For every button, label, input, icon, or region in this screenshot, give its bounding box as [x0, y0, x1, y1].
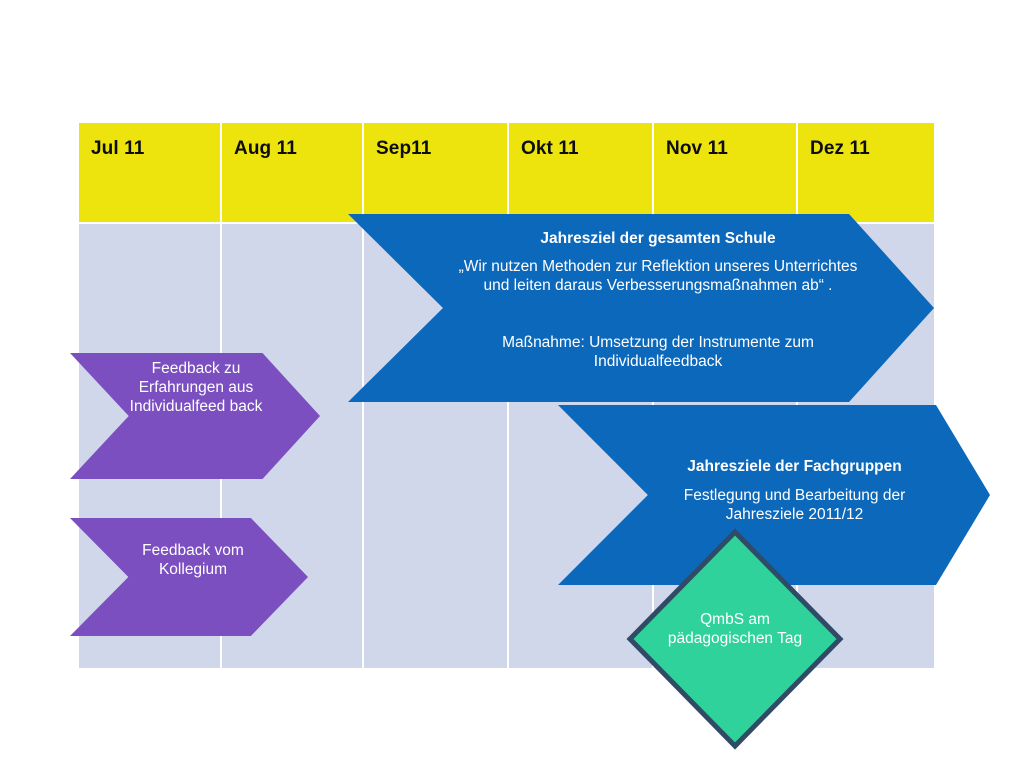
arrow-feedback-experiences-label: Feedback zu Erfahrungen aus Individualfe… [129, 360, 263, 415]
month-header-jul: Jul 11 [79, 123, 220, 224]
diamond-qmbs-day[interactable]: QmbS am pädagogischen Tag [626, 528, 844, 750]
arrow-feedback-experiences[interactable]: Feedback zu Erfahrungen aus Individualfe… [70, 353, 320, 479]
arrow-school-annual-goal-measure: Maßnahme: Umsetzung der Instrumente zum … [502, 334, 814, 370]
arrow-subject-group-goals-title: Jahresziele der Fachgruppen [687, 458, 902, 475]
month-header-okt: Okt 11 [509, 123, 652, 224]
diamond-qmbs-day-label: QmbS am pädagogischen Tag [667, 611, 803, 647]
month-label-jul: Jul 11 [91, 138, 145, 159]
month-label-okt: Okt 11 [521, 138, 579, 159]
arrow-school-annual-goal[interactable]: Jahresziel der gesamten Schule „Wir nutz… [348, 214, 934, 402]
arrow-school-annual-goal-quote: „Wir nutzen Methoden zur Reflektion unse… [458, 258, 858, 294]
diamond-shape-icon [626, 528, 844, 750]
month-label-sep: Sep11 [376, 138, 432, 159]
month-label-nov: Nov 11 [666, 138, 728, 159]
arrow-feedback-collegium-label: Feedback vom Kollegium [142, 542, 244, 578]
arrow-school-annual-goal-title: Jahresziel der gesamten Schule [540, 230, 776, 247]
month-header-dez: Dez 11 [798, 123, 934, 224]
month-header-nov: Nov 11 [654, 123, 796, 224]
month-label-dez: Dez 11 [810, 138, 870, 159]
arrow-subject-group-goals-body: Festlegung und Bearbeitung der Jahreszie… [683, 487, 906, 523]
month-label-aug: Aug 11 [234, 138, 297, 159]
month-header-sep: Sep11 [364, 123, 507, 224]
month-header-aug: Aug 11 [222, 123, 362, 224]
